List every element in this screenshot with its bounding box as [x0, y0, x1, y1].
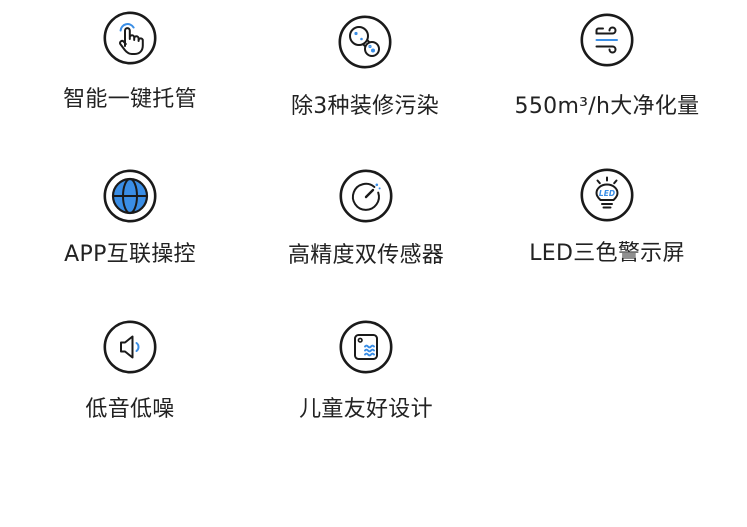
feature-label: 低音低噪: [85, 397, 175, 422]
feature-item-pollutant-removal: 除3种装修污染: [245, 14, 485, 134]
led-icon-text: LED: [599, 189, 615, 198]
molecule-icon: [338, 15, 392, 69]
touch-icon: [103, 11, 157, 65]
purifier-device-icon: [339, 320, 393, 374]
sensor-gauge-icon: [339, 169, 393, 223]
led-bulb-icon: LED: [580, 168, 634, 222]
airflow-icon: [580, 13, 634, 67]
feature-item-purification-volume: 550m³/h大净化量: [487, 12, 727, 132]
feature-item-child-friendly: 儿童友好设计: [246, 319, 486, 439]
feature-label: 儿童友好设计: [299, 397, 433, 422]
feature-item-smart-hosting: 智能一键托管: [10, 10, 250, 130]
feature-label: 智能一键托管: [63, 87, 197, 112]
feature-label: LED三色警示屏: [529, 241, 685, 266]
feature-item-app-control: APP互联操控: [10, 168, 250, 288]
feature-label: 高精度双传感器: [287, 243, 445, 268]
feature-item-low-noise: 低音低噪: [10, 319, 250, 439]
feature-label: APP互联操控: [64, 242, 196, 267]
feature-label: 除3种装修污染: [290, 94, 440, 119]
speaker-icon: [103, 320, 157, 374]
globe-icon: [103, 169, 157, 223]
feature-label: 550m³/h大净化量: [514, 94, 700, 119]
feature-item-led-warning: LED LED三色警示屏: [487, 167, 727, 287]
feature-item-dual-sensor: 高精度双传感器: [246, 168, 486, 288]
